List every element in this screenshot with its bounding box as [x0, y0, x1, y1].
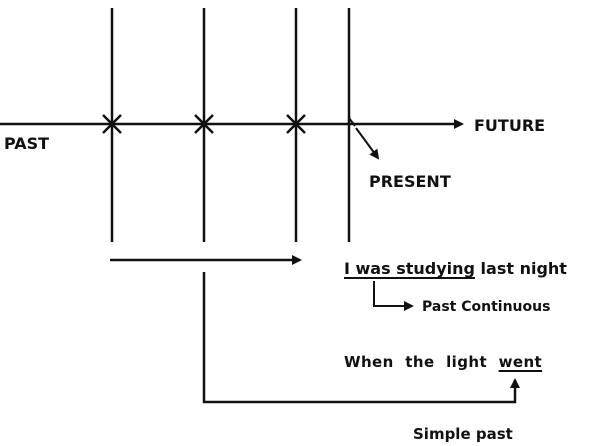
sentence-2-underlined: went: [498, 353, 543, 371]
cross-mark-2: [194, 114, 214, 134]
present-tick: [348, 117, 356, 127]
sentence-2-start: When the light: [344, 353, 499, 371]
present-pointer-arrow: [355, 127, 380, 160]
past-label: PAST: [4, 134, 50, 153]
past-continuous-label: Past Continuous: [422, 299, 551, 315]
future-label: FUTURE: [474, 116, 546, 135]
cross-mark-3: [286, 114, 306, 134]
sentence-1-underlined: I was studying: [344, 259, 475, 278]
past-continuous-connector: [373, 281, 414, 311]
past-continuous-sentence: I was studying last night: [344, 260, 567, 278]
simple-past-connector: [202, 272, 520, 404]
cross-mark-1: [102, 114, 122, 134]
present-label: PRESENT: [369, 172, 451, 191]
sentence-1-rest: last night: [474, 259, 567, 278]
simple-past-sentence: When the light went: [344, 353, 542, 371]
simple-past-label: Simple past: [413, 425, 513, 443]
